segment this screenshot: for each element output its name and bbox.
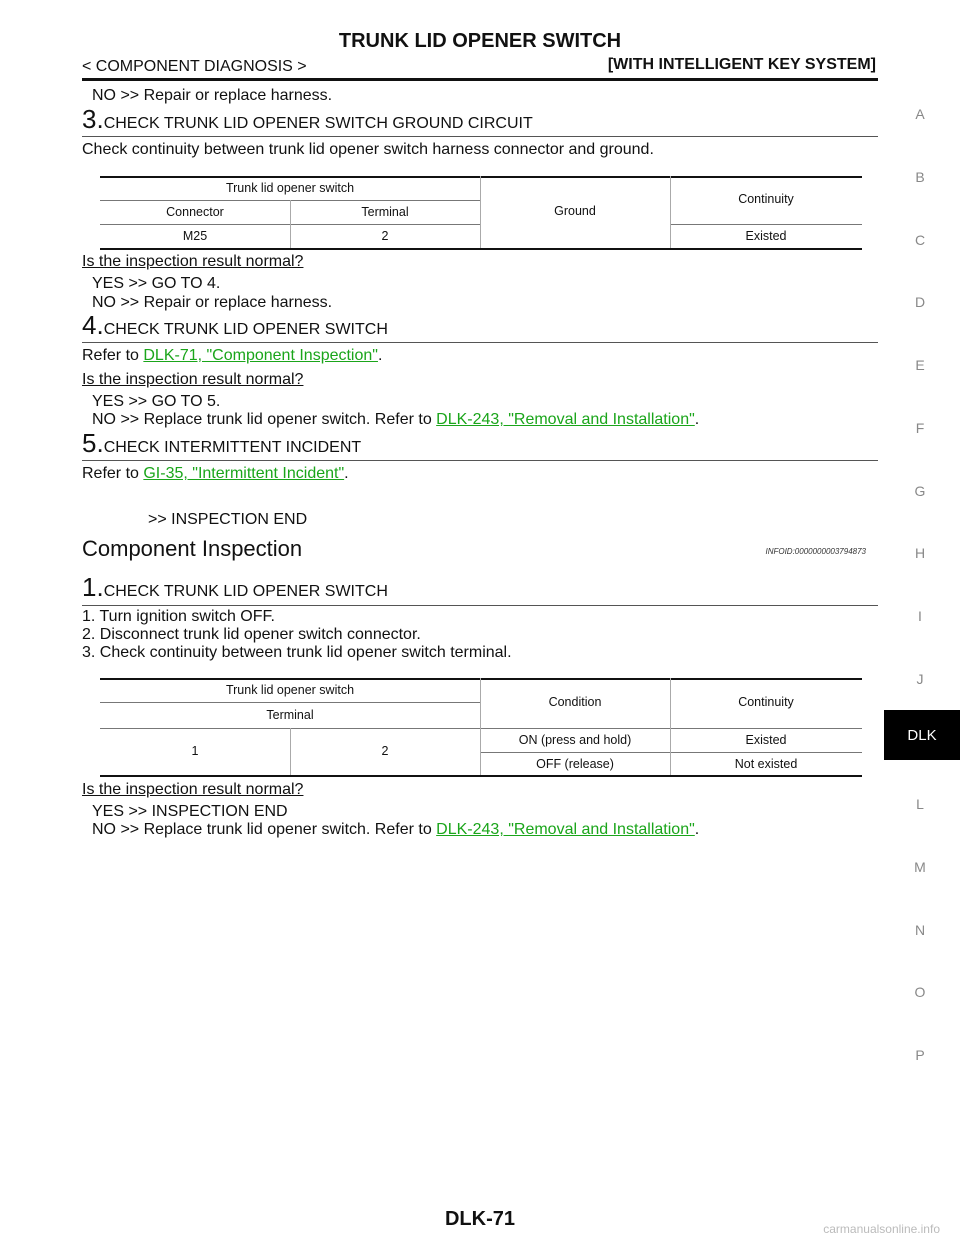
side-index-c[interactable]: C <box>914 232 926 248</box>
watermark: carmanualsonline.info <box>823 1222 940 1236</box>
side-index-e[interactable]: E <box>915 357 925 373</box>
header-switch: Trunk lid opener switch <box>225 181 355 195</box>
cell-continuity: Existed <box>745 229 787 243</box>
page-title: TRUNK LID OPENER SWITCH <box>338 30 622 52</box>
step-number: 5. <box>82 428 104 458</box>
step-number: 1. <box>82 572 104 602</box>
result-no-text: NO >> Replace trunk lid opener switch. R… <box>92 411 700 428</box>
side-index-g[interactable]: G <box>914 483 926 499</box>
cell-continuity-on: Existed <box>745 733 787 747</box>
side-index-o[interactable]: O <box>914 984 926 1000</box>
result-no-text: NO >> Repair or replace harness. <box>92 87 333 104</box>
page-number: DLK-71 <box>444 1208 515 1230</box>
result-yes-text: YES >> INSPECTION END <box>92 803 288 820</box>
section-heading: Component Inspection <box>82 536 303 561</box>
component-inspection-link[interactable]: DLK-71, "Component Inspection" <box>143 347 378 364</box>
header-terminal: Terminal <box>361 205 409 219</box>
step-title: CHECK TRUNK LID OPENER SWITCH GROUND CIR… <box>103 115 533 132</box>
cell-connector: M25 <box>182 229 208 243</box>
cell-terminal-1: 1 <box>191 744 199 758</box>
side-index-h[interactable]: H <box>914 545 926 561</box>
header-switch: Trunk lid opener switch <box>225 683 355 697</box>
step-body: Check continuity between trunk lid opene… <box>82 141 654 158</box>
side-index-dlk-active[interactable]: DLK <box>884 710 960 760</box>
removal-installation-link[interactable]: DLK-243, "Removal and Installation" <box>436 411 695 428</box>
inspection-question: Is the inspection result normal? <box>82 781 304 798</box>
procedure-item: 1. Turn ignition switch OFF. <box>82 608 275 625</box>
header-terminal: Terminal <box>266 708 314 722</box>
ground-circuit-table: Trunk lid opener switch Connector Termin… <box>100 176 862 250</box>
result-no-text: NO >> Replace trunk lid opener switch. R… <box>92 821 700 838</box>
inspection-question: Is the inspection result normal? <box>82 371 304 388</box>
header-ground: Ground <box>554 204 596 218</box>
step-title: CHECK TRUNK LID OPENER SWITCH <box>103 321 388 338</box>
refer-text: Refer to DLK-71, "Component Inspection". <box>82 347 383 364</box>
inspection-question: Is the inspection result normal? <box>82 253 304 270</box>
header-continuity: Continuity <box>738 192 794 206</box>
step-divider <box>82 342 878 343</box>
side-index-i[interactable]: I <box>918 608 922 624</box>
cell-terminal: 2 <box>381 229 389 243</box>
side-index-f[interactable]: F <box>915 420 925 436</box>
step-4-heading: 4.CHECK TRUNK LID OPENER SWITCH <box>82 310 388 341</box>
switch-continuity-table: Trunk lid opener switch Terminal Conditi… <box>100 678 862 778</box>
step-title: CHECK TRUNK LID OPENER SWITCH <box>103 583 388 600</box>
side-index-j[interactable]: J <box>916 671 924 687</box>
breadcrumb: < COMPONENT DIAGNOSIS > <box>82 58 307 75</box>
step-5-heading: 5.CHECK INTERMITTENT INCIDENT <box>82 428 361 459</box>
procedure-item: 3. Check continuity between trunk lid op… <box>82 644 512 661</box>
side-index-p[interactable]: P <box>915 1047 925 1063</box>
intermittent-incident-link[interactable]: GI-35, "Intermittent Incident" <box>143 465 345 482</box>
side-index-n[interactable]: N <box>914 922 926 938</box>
step-number: 3. <box>82 104 104 134</box>
info-id: INFOID:0000000003794873 <box>765 547 866 556</box>
header-connector: Connector <box>166 205 224 219</box>
result-yes-text: YES >> GO TO 4. <box>92 275 221 292</box>
refer-text: Refer to GI-35, "Intermittent Incident". <box>82 465 349 482</box>
side-index-m[interactable]: M <box>914 859 926 875</box>
side-index-l[interactable]: L <box>916 796 924 812</box>
cell-terminal-2: 2 <box>381 744 389 758</box>
removal-installation-link[interactable]: DLK-243, "Removal and Installation" <box>436 821 695 838</box>
step-divider <box>82 136 878 137</box>
header-continuity: Continuity <box>738 695 794 709</box>
step-divider <box>82 460 878 461</box>
cell-condition-off: OFF (release) <box>536 757 614 771</box>
cell-condition-on: ON (press and hold) <box>518 733 632 747</box>
inspection-end-text: >> INSPECTION END <box>148 511 308 528</box>
result-no-text: NO >> Repair or replace harness. <box>92 294 333 311</box>
step-number: 4. <box>82 310 104 340</box>
cell-continuity-off: Not existed <box>734 757 798 771</box>
step-1-heading: 1.CHECK TRUNK LID OPENER SWITCH <box>82 572 388 603</box>
result-yes-text: YES >> GO TO 5. <box>92 393 221 410</box>
system-label: [WITH INTELLIGENT KEY SYSTEM] <box>607 56 876 73</box>
step-title: CHECK INTERMITTENT INCIDENT <box>103 439 362 456</box>
header-condition: Condition <box>548 695 602 709</box>
step-divider <box>82 605 878 606</box>
side-index-d[interactable]: D <box>914 294 926 310</box>
side-index-a[interactable]: A <box>915 106 925 122</box>
step-3-heading: 3.CHECK TRUNK LID OPENER SWITCH GROUND C… <box>82 104 533 135</box>
side-index-b[interactable]: B <box>915 169 925 185</box>
procedure-item: 2. Disconnect trunk lid opener switch co… <box>82 626 421 643</box>
header-divider <box>82 78 878 81</box>
